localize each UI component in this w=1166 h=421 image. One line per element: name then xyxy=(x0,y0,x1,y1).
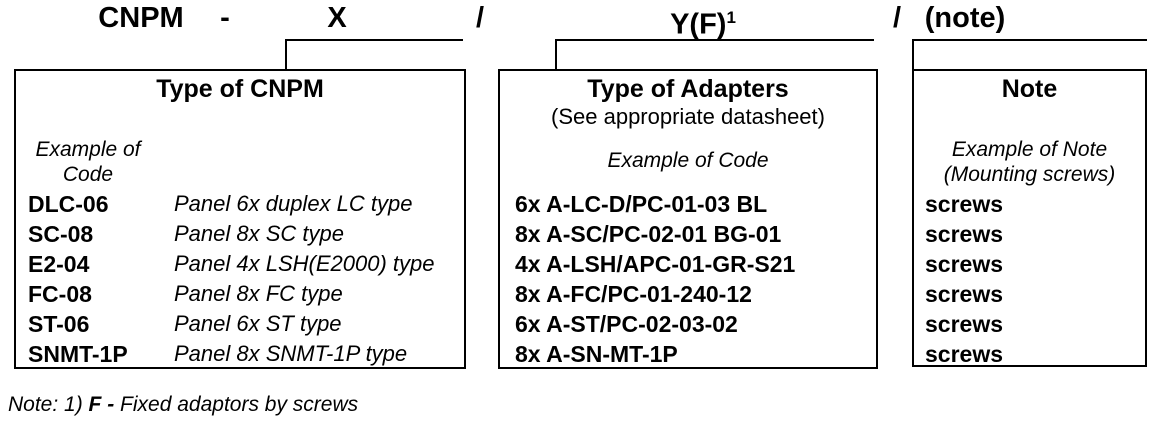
example-label-line: Code xyxy=(62,163,114,186)
cnpm-desc: Panel 6x ST type xyxy=(174,311,342,336)
connector-note xyxy=(912,39,1147,69)
box-title: Type of CNPM xyxy=(156,75,324,103)
cnpm-desc: Panel 8x FC type xyxy=(174,281,343,306)
code-note: (note) xyxy=(924,2,1006,34)
note-row: screws xyxy=(925,189,1003,219)
note-row: screws xyxy=(925,249,1003,279)
box-title: Note xyxy=(1001,75,1058,103)
adapter-code: 4x A-LSH/APC-01-GR-S21 xyxy=(515,251,796,277)
note-row: screws xyxy=(925,339,1003,369)
box-title: Type of Adapters xyxy=(587,75,789,103)
note-value: screws xyxy=(925,251,1004,277)
code-y-superscript: 1 xyxy=(726,8,736,27)
note-row: screws xyxy=(925,309,1003,339)
code-dash: - xyxy=(220,2,230,34)
cnpm-row: SC-08 Panel 8x SC type xyxy=(28,219,435,249)
cnpm-row: E2-04 Panel 4x LSH(E2000) type xyxy=(28,249,435,279)
footnote-bold: F - xyxy=(88,393,115,416)
connector-x xyxy=(285,39,463,69)
code-y: Y(F)1 xyxy=(670,2,736,41)
adapter-row: 4x A-LSH/APC-01-GR-S21 xyxy=(515,249,795,279)
cnpm-code: SC-08 xyxy=(28,221,94,247)
note-value: screws xyxy=(925,281,1004,307)
cnpm-row: ST-06 Panel 6x ST type xyxy=(28,309,435,339)
box-type-of-adapters: Type of Adapters (See appropriate datash… xyxy=(498,69,878,369)
note-row: screws xyxy=(925,219,1003,249)
cnpm-code: SNMT-1P xyxy=(28,341,128,367)
footnote-prefix: Note: 1) xyxy=(8,393,89,416)
code-slash-2: / xyxy=(892,2,902,34)
example-of-note-label: Example of Note (Mounting screws) xyxy=(914,137,1145,187)
cnpm-desc: Panel 4x LSH(E2000) type xyxy=(174,251,435,276)
example-of-code-label: Example of Code xyxy=(607,149,769,172)
example-of-code-label: Example of Code xyxy=(32,137,144,187)
code-y-base: Y(F) xyxy=(670,8,727,41)
footnote-rest: Fixed adaptors by screws xyxy=(114,393,359,416)
code-prefix: CNPM xyxy=(98,2,184,34)
cnpm-code: E2-04 xyxy=(28,251,90,277)
note-list: screws screws screws screws screws screw… xyxy=(925,189,1003,369)
adapter-row: 8x A-FC/PC-01-240-12 xyxy=(515,279,795,309)
note-row: screws xyxy=(925,279,1003,309)
adapter-code: 8x A-SC/PC-02-01 BG-01 xyxy=(515,221,782,247)
cnpm-desc: Panel 6x duplex LC type xyxy=(174,191,413,216)
adapter-row: 8x A-SN-MT-1P xyxy=(515,339,795,369)
adapter-code: 6x A-LC-D/PC-01-03 BL xyxy=(515,191,768,217)
cnpm-desc: Panel 8x SNMT-1P type xyxy=(174,341,408,366)
box-note: Note Example of Note (Mounting screws) s… xyxy=(912,69,1147,367)
note-value: screws xyxy=(925,341,1004,367)
example-label-line: Example of xyxy=(35,138,141,161)
adapter-code: 8x A-FC/PC-01-240-12 xyxy=(515,281,752,307)
adapter-row: 6x A-LC-D/PC-01-03 BL xyxy=(515,189,795,219)
footnote: Note: 1) F - Fixed adaptors by screws xyxy=(8,392,358,417)
cnpm-row: SNMT-1P Panel 8x SNMT-1P type xyxy=(28,339,435,369)
example-label-line: (Mounting screws) xyxy=(943,163,1116,186)
cnpm-desc: Panel 8x SC type xyxy=(174,221,344,246)
adapter-row: 6x A-ST/PC-02-03-02 xyxy=(515,309,795,339)
adapter-code: 8x A-SN-MT-1P xyxy=(515,341,678,367)
cnpm-code: DLC-06 xyxy=(28,191,109,217)
adapter-code-list: 6x A-LC-D/PC-01-03 BL 8x A-SC/PC-02-01 B… xyxy=(515,189,795,369)
adapter-code: 6x A-ST/PC-02-03-02 xyxy=(515,311,738,337)
box-subtitle: (See appropriate datasheet) xyxy=(551,104,825,129)
cnpm-row: FC-08 Panel 8x FC type xyxy=(28,279,435,309)
connector-y xyxy=(555,39,874,69)
note-value: screws xyxy=(925,311,1004,337)
cnpm-code: FC-08 xyxy=(28,281,92,307)
adapter-row: 8x A-SC/PC-02-01 BG-01 xyxy=(515,219,795,249)
example-label-line: Example of Note xyxy=(951,138,1108,161)
cnpm-code: ST-06 xyxy=(28,311,90,337)
code-x: X xyxy=(327,2,347,34)
note-value: screws xyxy=(925,191,1004,217)
code-slash-1: / xyxy=(475,2,485,34)
note-value: screws xyxy=(925,221,1004,247)
cnpm-row: DLC-06 Panel 6x duplex LC type xyxy=(28,189,435,219)
